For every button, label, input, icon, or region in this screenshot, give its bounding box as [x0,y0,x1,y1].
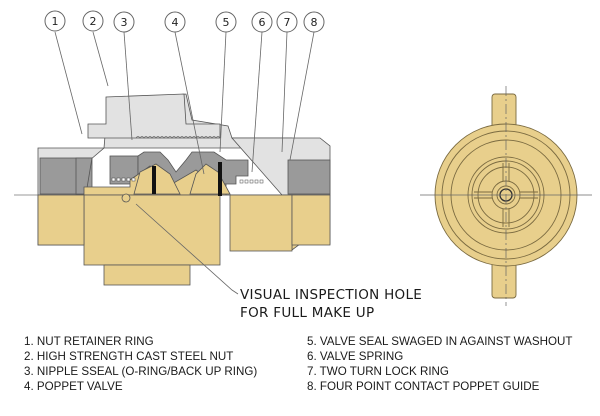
svg-text:8: 8 [311,16,318,29]
legend-item: 5. VALVE SEAL SWAGED IN AGAINST WASHOUT [307,335,573,348]
o-ring-dots-right [239,179,264,184]
callout-4: 4 [164,11,186,33]
svg-text:1: 1 [52,15,59,28]
legend-item: 2. HIGH STRENGTH CAST STEEL NUT [24,350,234,363]
poppet-left [133,163,181,195]
callout-7: 7 [276,11,298,33]
svg-text:5: 5 [223,16,230,29]
brass-right-end [291,194,331,246]
legend-right: 5. VALVE SEAL SWAGED IN AGAINST WASHOUT … [307,334,572,394]
legend-item: 7. TWO TURN LOCK RING [307,365,449,378]
legend-item: 8. FOUR POINT CONTACT POPPET GUIDE [307,380,540,393]
callout-8: 8 [303,11,325,33]
svg-text:6: 6 [259,16,266,29]
legend-item: 1. NUT RETAINER RING [24,335,154,348]
svg-text:7: 7 [284,16,291,29]
end-view [420,86,592,306]
svg-text:2: 2 [90,15,97,28]
leader-lines [54,31,315,295]
brass-main-block [83,194,221,266]
callout-2: 2 [82,10,104,32]
legend-left: 1. NUT RETAINER RING 2. HIGH STRENGTH CA… [24,334,257,394]
legend-item: 3. NIPPLE SSEAL (O-RING/BACK UP RING) [24,365,258,378]
inspection-note: VISUAL INSPECTION HOLE FOR FULL MAKE UP [240,286,422,322]
brass-lower-port [103,264,191,286]
callout-1: 1 [44,10,66,32]
callouts: 1 2 3 4 5 6 7 8 [44,10,325,33]
steel-nut-upper [87,93,221,139]
svg-text:3: 3 [121,16,128,29]
cross-section-view [37,93,331,286]
callout-5: 5 [215,11,237,33]
svg-text:4: 4 [172,16,179,29]
callout-3: 3 [113,11,135,33]
callout-6: 6 [251,11,273,33]
thread [135,136,221,139]
legend-item: 4. POPPET VALVE [24,380,123,393]
guide-spokes [474,163,538,227]
brass-left-end [37,194,85,246]
note-line-1: VISUAL INSPECTION HOLE [240,287,423,303]
o-ring-dots-left [111,177,136,182]
brass-right-block [229,194,293,252]
legend-item: 6. VALVE SPRING [307,350,404,363]
dark-steel-right [287,159,331,195]
seal-bar-right [218,162,222,196]
note-line-2: FOR FULL MAKE UP [240,305,375,321]
seal-bar-left [152,166,156,194]
inspection-hole [121,193,131,203]
